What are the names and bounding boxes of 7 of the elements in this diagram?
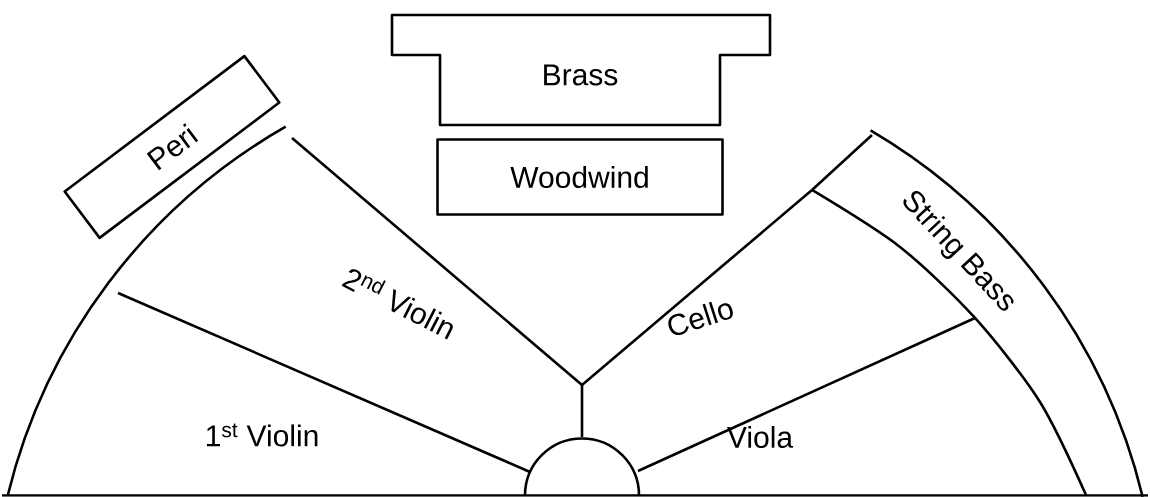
section-label: 2$^{nd}$ Violin — [341, 269, 453, 340]
section-box: Woodwind — [436, 138, 724, 216]
section-label: Cello — [668, 301, 733, 336]
section-label: Viola — [727, 425, 794, 448]
section-label: 1$^{st}$ Violin — [206, 423, 318, 447]
section-box: Peri — [63, 54, 281, 240]
section-box: Brass — [390, 13, 772, 127]
